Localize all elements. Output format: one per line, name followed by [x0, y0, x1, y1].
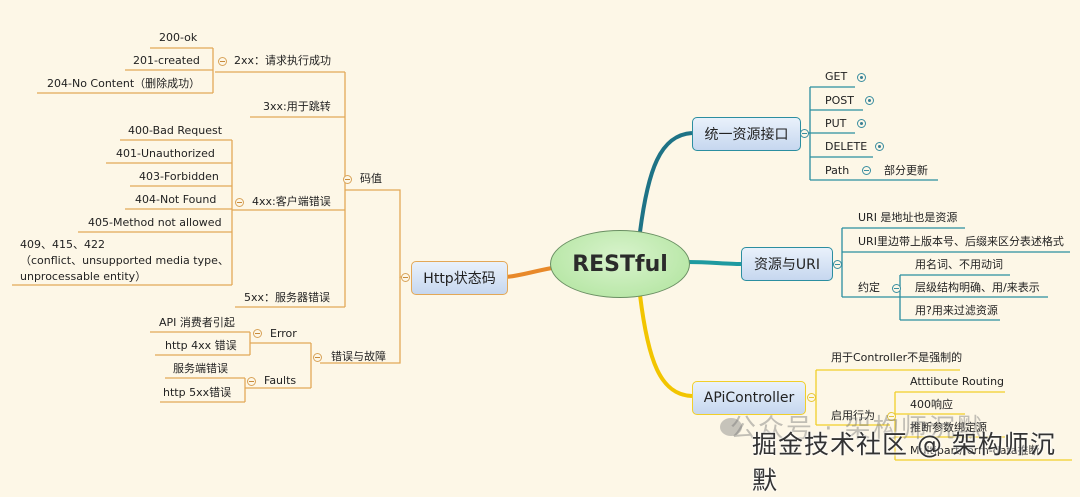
method-path[interactable]: Path — [825, 164, 850, 177]
expand-toggle-delete[interactable] — [875, 142, 884, 151]
uri-item-1[interactable]: URI里边带上版本号、后缀来区分表述格式 — [858, 235, 1064, 248]
root-label: RESTful — [572, 251, 668, 277]
leaf-4xx-1[interactable]: 401-Unauthorized — [116, 147, 215, 160]
node-resource-uri-label: 资源与URI — [753, 257, 821, 273]
behavior-item-2[interactable]: 推断参数绑定源 — [910, 421, 987, 434]
watermark-official-account: 公众号 · 架构师沉默 — [730, 414, 985, 444]
collapse-toggle-errors[interactable] — [313, 353, 322, 362]
node-behavior[interactable]: 启用行为 — [831, 409, 875, 422]
node-http-status[interactable]: Http状态码 — [411, 261, 508, 295]
collapse-toggle-convention[interactable] — [892, 284, 901, 293]
leaf-2xx-2[interactable]: 204-No Content（删除成功） — [47, 77, 201, 90]
behavior-item-3[interactable]: Multipart/form-data推断 — [910, 444, 1040, 457]
method-delete[interactable]: DELETE — [825, 140, 868, 153]
node-errors[interactable]: 错误与故障 — [331, 350, 386, 363]
collapse-toggle-uri[interactable] — [833, 260, 842, 269]
wechat-icon — [720, 418, 742, 436]
expand-toggle-put[interactable] — [857, 119, 866, 128]
leaf-error-1[interactable]: http 4xx 错误 — [165, 339, 237, 352]
node-5xx[interactable]: 5xx：服务器错误 — [244, 291, 331, 304]
mindmap-connectors — [12, 47, 1072, 461]
leaf-faults-1[interactable]: http 5xx错误 — [163, 386, 232, 399]
branch-uniform — [638, 131, 693, 233]
node-uniform-interface[interactable]: 统一资源接口 — [692, 117, 801, 151]
collapse-toggle-codes[interactable] — [343, 175, 352, 184]
convention-item-0[interactable]: 用名词、不用动词 — [915, 258, 1003, 271]
api-note[interactable]: 用于Controller不是强制的 — [831, 351, 963, 364]
behavior-item-0[interactable]: Atttibute Routing — [910, 375, 1005, 388]
collapse-toggle-api[interactable] — [807, 393, 816, 402]
leaf-4xx-4[interactable]: 405-Method not allowed — [88, 216, 222, 229]
node-http-status-label: Http状态码 — [423, 271, 496, 287]
branch-api — [638, 294, 693, 398]
leaf-2xx-1[interactable]: 201-created — [133, 54, 200, 67]
expand-toggle-post[interactable] — [865, 96, 874, 105]
convention-item-1[interactable]: 层级结构明确、用/来表示 — [915, 281, 1040, 294]
method-get[interactable]: GET — [825, 70, 848, 83]
method-put[interactable]: PUT — [825, 117, 847, 130]
collapse-toggle-behavior[interactable] — [887, 412, 896, 421]
node-codes[interactable]: 码值 — [360, 172, 382, 185]
expand-toggle-get[interactable] — [857, 73, 866, 82]
leaf-error-0[interactable]: API 消费者引起 — [159, 316, 235, 329]
behavior-item-1[interactable]: 400响应 — [910, 398, 953, 411]
collapse-toggle-uniform[interactable] — [800, 129, 809, 138]
collapse-toggle-4xx[interactable] — [235, 198, 244, 207]
branch-http — [504, 266, 553, 279]
node-convention[interactable]: 约定 — [858, 281, 880, 294]
node-resource-uri[interactable]: 资源与URI — [741, 247, 833, 281]
node-4xx[interactable]: 4xx:客户端错误 — [252, 195, 331, 208]
node-api-controller-label: APiController — [703, 390, 795, 406]
collapse-toggle-path[interactable] — [862, 166, 871, 175]
collapse-toggle-error[interactable] — [253, 329, 262, 338]
node-error[interactable]: Error — [270, 327, 297, 340]
branch-uri — [687, 260, 742, 266]
node-faults[interactable]: Faults — [264, 374, 297, 387]
node-api-controller[interactable]: APiController — [692, 381, 806, 415]
uri-item-0[interactable]: URI 是地址也是资源 — [858, 211, 958, 224]
node-3xx[interactable]: 3xx:用于跳转 — [263, 100, 331, 113]
node-uniform-interface-label: 统一资源接口 — [704, 127, 789, 143]
root-node-restful[interactable]: RESTful — [550, 230, 690, 298]
method-post[interactable]: POST — [825, 94, 854, 107]
leaf-2xx-0[interactable]: 200-ok — [159, 31, 198, 44]
collapse-toggle-2xx[interactable] — [218, 57, 227, 66]
leaf-4xx-5[interactable]: 409、415、422 （conflict、unsupported media … — [20, 238, 229, 283]
leaf-4xx-0[interactable]: 400-Bad Request — [128, 124, 223, 137]
collapse-toggle-http[interactable] — [401, 273, 410, 282]
node-2xx[interactable]: 2xx：请求执行成功 — [234, 54, 332, 67]
convention-item-2[interactable]: 用?用来过滤资源 — [915, 304, 998, 317]
leaf-faults-0[interactable]: 服务端错误 — [173, 362, 228, 375]
collapse-toggle-faults[interactable] — [247, 377, 256, 386]
leaf-4xx-3[interactable]: 404-Not Found — [135, 193, 217, 206]
leaf-4xx-2[interactable]: 403-Forbidden — [139, 170, 219, 183]
path-note[interactable]: 部分更新 — [884, 164, 928, 177]
watermark-juejin: 掘金技术社区 @ 架构师沉默 — [752, 430, 1056, 495]
